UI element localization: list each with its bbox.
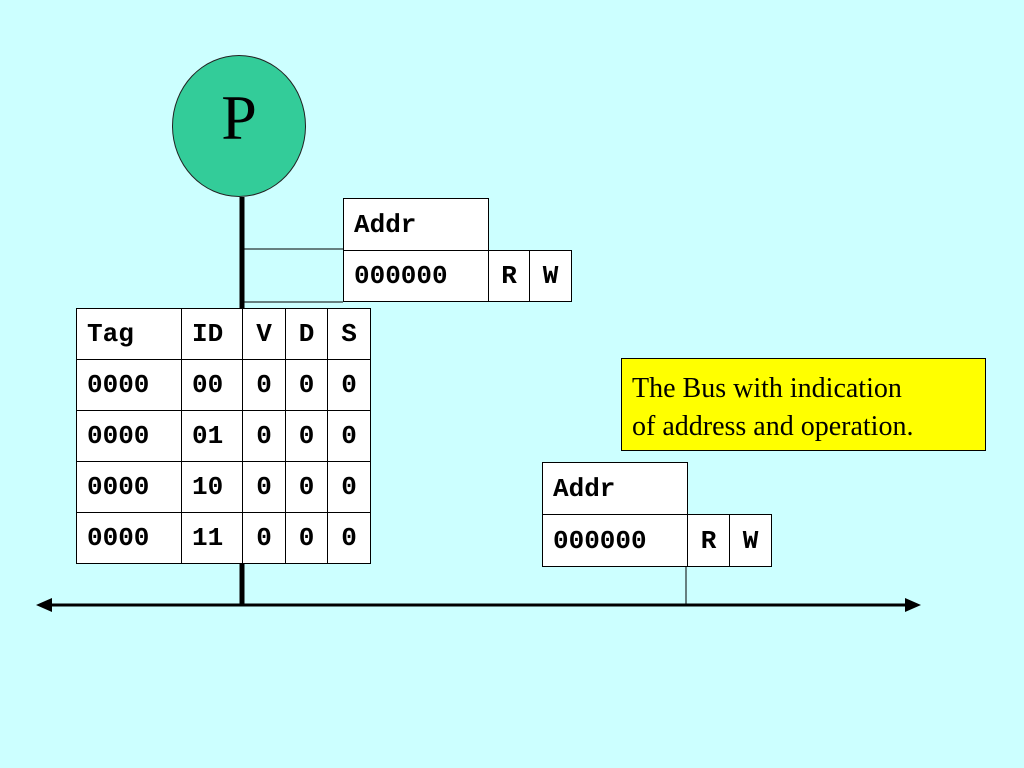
header-shared: S bbox=[327, 308, 371, 360]
cell-id: 01 bbox=[181, 410, 243, 462]
cell-dirty: 0 bbox=[285, 359, 328, 411]
cell-tag: 0000 bbox=[76, 512, 182, 564]
cell-id: 10 bbox=[181, 461, 243, 513]
cell-valid: 0 bbox=[242, 410, 286, 462]
header-id: ID bbox=[181, 308, 243, 360]
bus-arrow-right bbox=[905, 598, 921, 612]
bottom-addr-value: 000000 bbox=[553, 525, 647, 556]
cache-row: 0000 00 0 0 0 bbox=[76, 359, 371, 411]
bottom-write-flag: W bbox=[742, 525, 759, 556]
bottom-addr-label: Addr bbox=[553, 473, 616, 504]
bottom-addr-value-cell: 000000 bbox=[542, 514, 688, 567]
cell-id: 00 bbox=[181, 359, 243, 411]
cell-tag: 0000 bbox=[76, 461, 182, 513]
cache-row: 0000 11 0 0 0 bbox=[76, 512, 371, 564]
cell-valid: 0 bbox=[242, 512, 286, 564]
cell-shared: 0 bbox=[327, 461, 371, 513]
header-tag: Tag bbox=[76, 308, 182, 360]
cell-tag: 0000 bbox=[76, 359, 182, 411]
bus-note: The Bus with indication of address and o… bbox=[621, 358, 986, 451]
top-addr-label-cell: Addr bbox=[343, 198, 489, 251]
cell-shared: 0 bbox=[327, 410, 371, 462]
cell-shared: 0 bbox=[327, 512, 371, 564]
bottom-write-cell: W bbox=[729, 514, 772, 567]
cache-row: 0000 10 0 0 0 bbox=[76, 461, 371, 513]
cache-row: 0000 01 0 0 0 bbox=[76, 410, 371, 462]
cell-id: 11 bbox=[181, 512, 243, 564]
cell-dirty: 0 bbox=[285, 512, 328, 564]
bottom-addr-label-cell: Addr bbox=[542, 462, 688, 515]
top-addr-value: 000000 bbox=[354, 261, 448, 291]
bottom-read-flag: R bbox=[700, 525, 717, 556]
cell-shared: 0 bbox=[327, 359, 371, 411]
top-read-flag: R bbox=[501, 261, 517, 291]
processor-node: P bbox=[172, 55, 306, 197]
cell-dirty: 0 bbox=[285, 461, 328, 513]
cache-header-row: Tag ID V D S bbox=[76, 308, 371, 360]
note-line-2: of address and operation. bbox=[632, 411, 914, 442]
cell-tag: 0000 bbox=[76, 410, 182, 462]
top-read-cell: R bbox=[488, 250, 530, 302]
cell-dirty: 0 bbox=[285, 410, 328, 462]
cell-valid: 0 bbox=[242, 461, 286, 513]
top-write-flag: W bbox=[542, 261, 559, 291]
cell-valid: 0 bbox=[242, 359, 286, 411]
bottom-read-cell: R bbox=[687, 514, 730, 567]
processor-label: P bbox=[221, 82, 257, 153]
top-addr-value-cell: 000000 bbox=[343, 250, 489, 302]
top-write-cell: W bbox=[529, 250, 572, 302]
top-addr-label: Addr bbox=[354, 209, 417, 240]
note-line-1: The Bus with indication bbox=[632, 373, 902, 404]
cache-table: Tag ID V D S 0000 00 0 0 0 0000 01 0 0 0… bbox=[76, 308, 371, 564]
header-valid: V bbox=[242, 308, 286, 360]
bus-arrow-left bbox=[36, 598, 52, 612]
header-dirty: D bbox=[285, 308, 328, 360]
